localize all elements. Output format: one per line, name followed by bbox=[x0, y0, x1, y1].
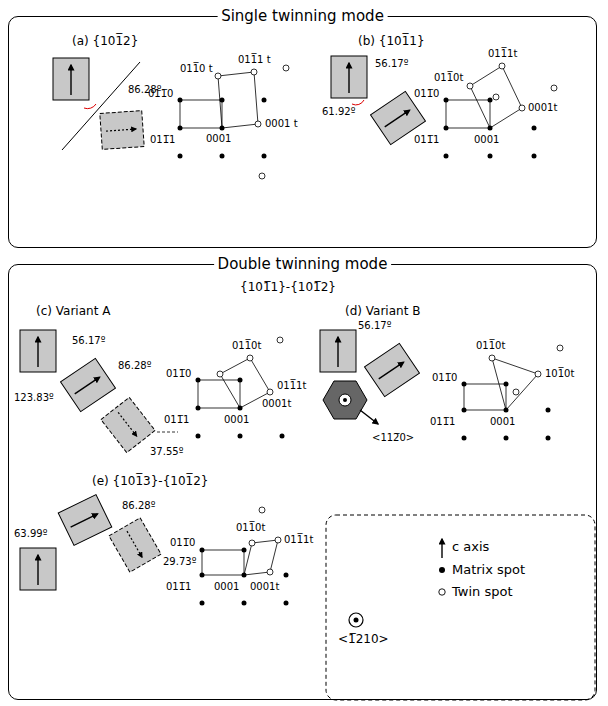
figure-title: {101̅1}-{101̅2} bbox=[240, 280, 336, 294]
spot-label: 011̅0 bbox=[414, 88, 439, 100]
spot-label: 101̅0t bbox=[545, 368, 574, 380]
spot-label: 86.28º bbox=[118, 360, 151, 372]
spot-label: 011̅1t bbox=[488, 48, 517, 60]
spot-label: 011̅0t bbox=[232, 340, 261, 352]
spot-label: 0001 bbox=[206, 133, 231, 145]
spot-label: 011̅1 bbox=[414, 134, 439, 146]
spot-label: 61.92º bbox=[322, 106, 355, 118]
spot-label: 37.55º bbox=[150, 446, 183, 458]
spot-label: 011̅0t bbox=[476, 340, 505, 352]
figure-title: (d) Variant B bbox=[345, 304, 420, 318]
figure-title: (b) {101̅1} bbox=[358, 34, 425, 48]
figure-title: (a) {101̅2} bbox=[72, 34, 138, 48]
spot-label: 011̅1t bbox=[277, 380, 306, 392]
figure-title: (c) Variant A bbox=[36, 304, 110, 318]
spot-label: 011̅1 bbox=[430, 416, 455, 428]
figure-title: (e) {101̅3}-{101̅2} bbox=[92, 474, 209, 488]
legend-text: c axis bbox=[452, 539, 489, 555]
spot-label: 011̅1 bbox=[164, 414, 189, 426]
spot-label: 63.99º bbox=[14, 528, 47, 540]
spot-label: <112̅0> bbox=[372, 432, 414, 444]
spot-label: 0001 bbox=[490, 416, 515, 428]
spot-label: 0001 bbox=[224, 414, 249, 426]
panel-heading: Single twinning mode bbox=[217, 7, 388, 25]
spot-label: 56.17º bbox=[375, 58, 408, 70]
spot-label: 56.17º bbox=[358, 320, 391, 332]
spot-label: 011̅0t bbox=[434, 72, 463, 84]
spot-label: 011̅0t bbox=[236, 522, 265, 534]
spot-label: 0001 bbox=[474, 134, 499, 146]
legend-text: Matrix spot bbox=[452, 562, 525, 578]
legend-text: Twin spot bbox=[452, 584, 512, 600]
spot-label: 0001 t bbox=[265, 118, 298, 130]
spot-label: 011̅1t bbox=[284, 534, 313, 546]
spot-label: 011̅0 bbox=[166, 368, 191, 380]
spot-label: 011̅0 bbox=[170, 537, 195, 549]
spot-label: 56.17º bbox=[72, 335, 105, 347]
spot-label: 011̅0 t bbox=[180, 63, 213, 75]
spot-label: 0001t bbox=[528, 102, 557, 114]
spot-label: 011̅1 bbox=[150, 134, 175, 146]
spot-label: 0001t bbox=[250, 581, 279, 593]
spot-label: 123.83º bbox=[14, 392, 54, 404]
legend-text: <1̅210> bbox=[338, 632, 389, 646]
spot-label: 011̅1 bbox=[166, 581, 191, 593]
spot-label: 29.73º bbox=[163, 556, 196, 568]
spot-label: 0001t bbox=[262, 398, 291, 410]
spot-label: 011̅0 bbox=[148, 88, 173, 100]
spot-label: 0001 bbox=[214, 581, 239, 593]
panel-heading: Double twinning mode bbox=[214, 255, 392, 273]
spot-label: 86.28º bbox=[122, 500, 155, 512]
spot-label: 011̅0 bbox=[432, 372, 457, 384]
spot-label: 011̅1 t bbox=[238, 54, 271, 66]
